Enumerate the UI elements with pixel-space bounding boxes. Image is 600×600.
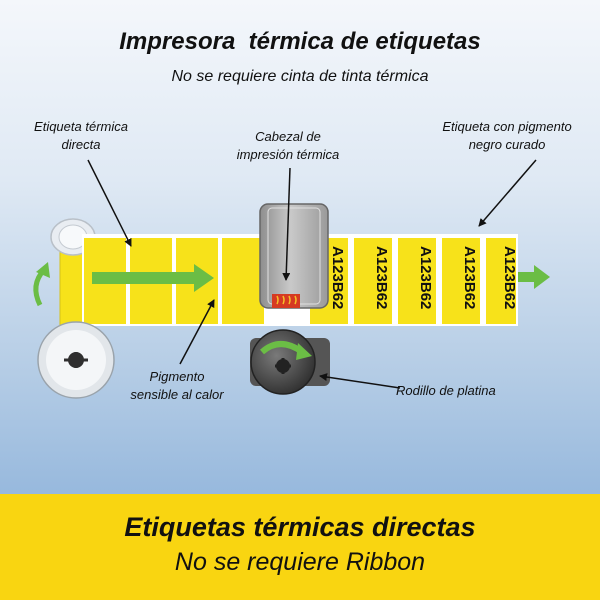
roll-rotation-arrowhead [36,262,50,278]
printed-label [442,238,480,324]
banner-title: Etiquetas térmicas directas [124,512,476,542]
pointer-direct-label [87,159,132,247]
callout-pigment: Pigmento sensible al calor [130,369,224,402]
pointer-pigment [179,299,215,365]
callout-pointers [87,159,537,389]
printed-label-code: A123B62 [461,246,478,309]
heating-element [272,294,300,308]
printed-label-code: A123B62 [329,246,346,309]
printer-diagram: A123B62 A123B62 A123B62 A123B62 A123B62 [33,159,550,399]
printed-label [354,238,392,324]
callout-direct-label: Etiqueta térmica directa [34,119,128,152]
banner-subtitle: No se requiere Ribbon [174,548,426,576]
label-roll [50,218,96,338]
feed-arrow-right [518,265,550,289]
pointer-cured-label [478,159,537,227]
printed-label-code: A123B62 [373,246,390,309]
printed-label [486,238,516,324]
page-subtitle: No se requiere cinta de tinta térmica [171,68,429,85]
printed-label-code: A123B62 [501,246,518,309]
callout-print-head: Cabezal de impresión térmica [236,129,340,162]
printed-labels: A123B62 A123B62 A123B62 A123B62 A123B62 [310,238,518,324]
blank-label [222,238,264,324]
printed-label [398,238,436,324]
print-head [259,203,329,309]
roll-rotation-arrow [33,268,46,307]
page-title: Impresora térmica de etiquetas [119,28,481,55]
bottom-banner [0,494,600,600]
printed-label-code: A123B62 [417,246,434,309]
feed-arrow-left [92,264,214,292]
supply-roller [37,321,115,399]
callout-platen: Rodillo de platina [396,383,496,398]
callout-cured-label: Etiqueta con pigmento negro curado [442,119,572,152]
pointer-platen [319,373,401,389]
platen-roller [250,329,330,395]
pointer-print-head [282,167,291,281]
